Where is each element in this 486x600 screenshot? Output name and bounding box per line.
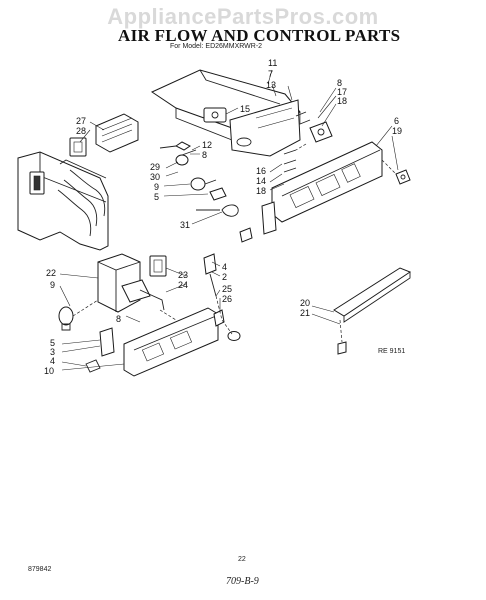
callout-14: 14: [256, 176, 266, 186]
vent-assembly: [69, 113, 139, 157]
callout-21: 21: [300, 308, 310, 318]
clip-part-31: [196, 204, 239, 217]
callout-22: 22: [46, 268, 56, 278]
air-duct-cover: [150, 69, 301, 157]
shelf-rail: [333, 267, 412, 355]
callout-3: 3: [50, 347, 55, 357]
callout-8-mid: 8: [202, 150, 207, 160]
callout-11: 11: [268, 58, 277, 68]
diagram-title: AIR FLOW AND CONTROL PARTS: [118, 26, 401, 45]
callout-23: 23: [178, 270, 188, 280]
callout-12: 12: [202, 140, 212, 150]
callout-17: 17: [337, 87, 347, 97]
fan-motor-assembly: [97, 253, 167, 313]
callout-2: 2: [222, 272, 227, 282]
callout-4-right: 4: [222, 262, 227, 272]
callout-20: 20: [300, 298, 310, 308]
callout-19: 19: [392, 126, 402, 136]
callout-9-top: 9: [154, 182, 159, 192]
callout-18-top: 18: [337, 96, 347, 106]
thermostat-parts: [203, 253, 241, 341]
freezer-housing: [17, 151, 109, 251]
callout-leaders: [59, 69, 399, 371]
callout-25: 25: [222, 284, 232, 294]
control-hardware: [239, 111, 333, 243]
callout-9-lower: 9: [50, 280, 55, 290]
control-panel-lower: [85, 307, 219, 377]
callout-27: 27: [76, 116, 86, 126]
light-bulb: [58, 299, 99, 331]
callout-10: 10: [44, 366, 54, 376]
callout-8-top: 8: [337, 78, 342, 88]
callout-5-top: 5: [154, 192, 159, 202]
callout-30: 30: [150, 172, 160, 182]
page-number: 22: [238, 556, 246, 563]
callout-5-lower: 5: [50, 338, 55, 348]
control-panel-upper: [271, 141, 411, 223]
callout-4-lower: 4: [50, 356, 55, 366]
callout-28: 28: [76, 126, 86, 136]
callout-7: 7: [268, 69, 273, 79]
document-number: 879842: [28, 566, 52, 573]
callout-8-lower: 8: [116, 314, 121, 324]
light-socket-parts: [159, 141, 227, 201]
callout-16: 16: [256, 166, 266, 176]
reference-code: RE 9151: [378, 348, 406, 355]
callout-29: 29: [150, 162, 160, 172]
callout-labels: 11 7 13 8 17 18 15 27 28 12 8 29 30 9 5 …: [44, 58, 402, 376]
watermark: AppliancePartsPros.com: [107, 4, 379, 29]
model-subtitle: For Model: ED26MMXRWR-2: [170, 43, 263, 50]
callout-24: 24: [178, 280, 188, 290]
callout-31: 31: [180, 220, 190, 230]
handwritten-note: 709-B-9: [226, 576, 259, 587]
callout-6: 6: [394, 116, 399, 126]
callout-26: 26: [222, 294, 232, 304]
callout-15: 15: [240, 104, 250, 114]
callout-13: 13: [266, 80, 276, 90]
callout-18-mid: 18: [256, 186, 266, 196]
